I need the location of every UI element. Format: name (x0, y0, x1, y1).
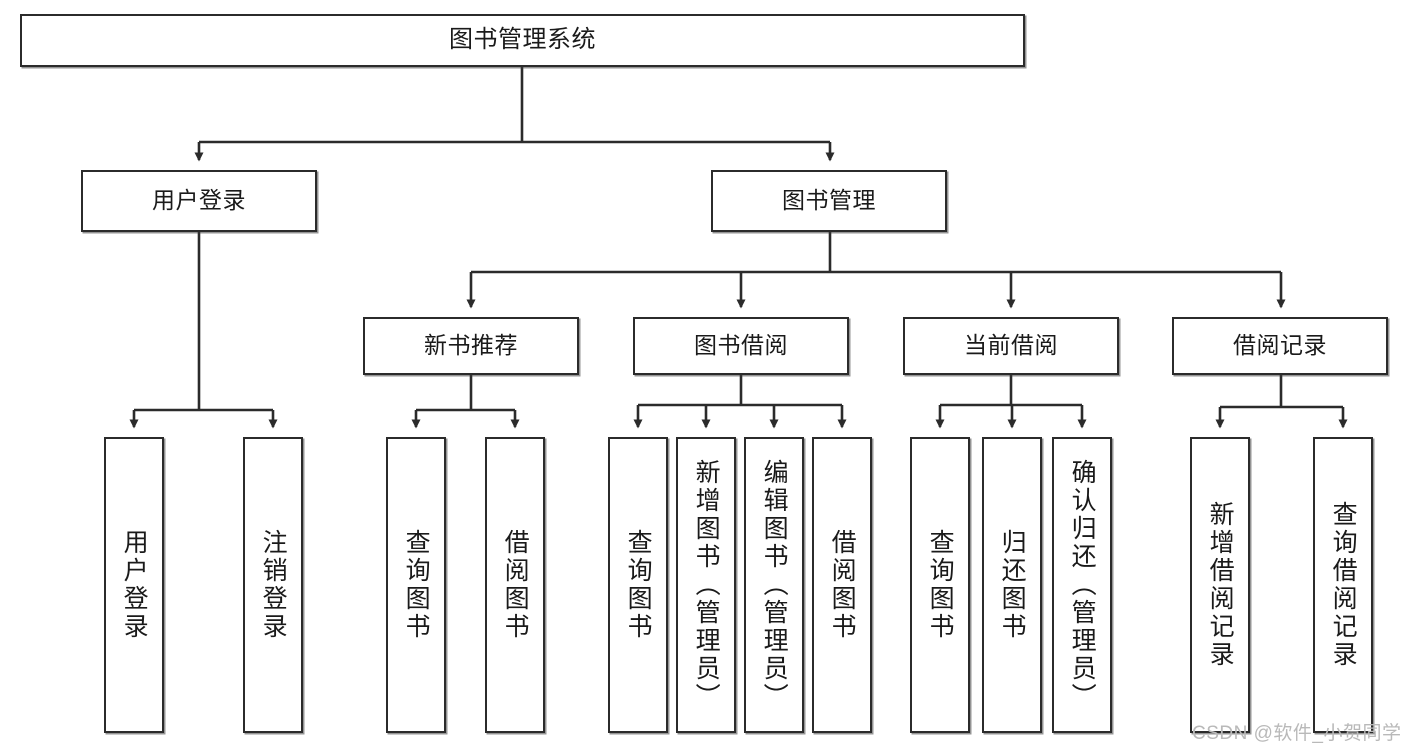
node-new-book-recommend-label: 新书推荐 (424, 332, 518, 359)
node-user-login[interactable]: 用户登录 (81, 170, 317, 232)
csdn-watermark: CSDN @软件_小贺同学 (1192, 723, 1402, 744)
node-new-book-recommend[interactable]: 新书推荐 (363, 317, 579, 375)
node-root[interactable]: 图书管理系统 (20, 14, 1025, 67)
leaf-query-borrow-record[interactable]: 查询借阅记录 (1313, 437, 1373, 733)
leaf-query-book-borrow[interactable]: 查询图书 (608, 437, 668, 733)
leaf-borrow-book-recommend[interactable]: 借阅图书 (485, 437, 545, 733)
node-user-login-label: 用户登录 (152, 187, 246, 214)
leaf-add-borrow-record[interactable]: 新增借阅记录 (1190, 437, 1250, 733)
leaf-return-book-label: 归还图书 (998, 529, 1027, 641)
leaf-user-login[interactable]: 用户登录 (104, 437, 164, 733)
leaf-query-borrow-record-label: 查询借阅记录 (1329, 501, 1358, 669)
leaf-borrow-book-label: 借阅图书 (828, 529, 857, 641)
leaf-logout-label: 注销登录 (259, 529, 288, 641)
leaf-return-book[interactable]: 归还图书 (982, 437, 1042, 733)
leaf-query-book-borrow-label: 查询图书 (624, 529, 653, 641)
leaf-confirm-return-admin[interactable]: 确认归还（管理员） (1052, 437, 1112, 733)
leaf-add-book-admin-label: 新增图书（管理员） (692, 459, 721, 711)
leaf-query-book-recommend-label: 查询图书 (402, 529, 431, 641)
node-book-borrow-label: 图书借阅 (694, 332, 788, 359)
leaf-query-book-recommend[interactable]: 查询图书 (386, 437, 446, 733)
node-current-borrow-label: 当前借阅 (964, 332, 1058, 359)
leaf-user-login-label: 用户登录 (120, 529, 149, 641)
leaf-add-book-admin[interactable]: 新增图书（管理员） (676, 437, 736, 733)
node-book-management[interactable]: 图书管理 (711, 170, 947, 232)
leaf-edit-book-admin-label: 编辑图书（管理员） (760, 459, 789, 711)
leaf-logout[interactable]: 注销登录 (243, 437, 303, 733)
leaf-add-borrow-record-label: 新增借阅记录 (1206, 501, 1235, 669)
leaf-borrow-book[interactable]: 借阅图书 (812, 437, 872, 733)
leaf-borrow-book-recommend-label: 借阅图书 (501, 529, 530, 641)
leaf-query-book-current-label: 查询图书 (926, 529, 955, 641)
node-current-borrow[interactable]: 当前借阅 (903, 317, 1119, 375)
node-book-management-label: 图书管理 (782, 187, 876, 214)
leaf-confirm-return-admin-label: 确认归还（管理员） (1068, 459, 1097, 711)
leaf-edit-book-admin[interactable]: 编辑图书（管理员） (744, 437, 804, 733)
leaf-query-book-current[interactable]: 查询图书 (910, 437, 970, 733)
node-root-label: 图书管理系统 (449, 26, 596, 54)
node-borrow-record-label: 借阅记录 (1233, 332, 1327, 359)
node-book-borrow[interactable]: 图书借阅 (633, 317, 849, 375)
node-borrow-record[interactable]: 借阅记录 (1172, 317, 1388, 375)
